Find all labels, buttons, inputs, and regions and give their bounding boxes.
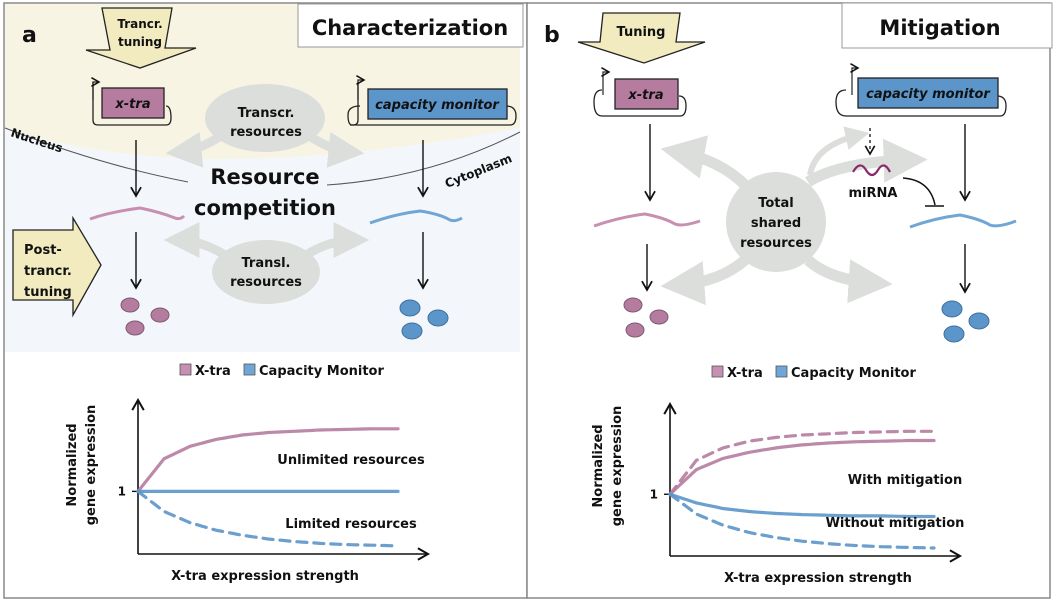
transcr-tuning-arrow-icon xyxy=(85,7,197,69)
xtra-gene-box xyxy=(101,87,165,119)
series-line-x-tra-without-mitigation xyxy=(668,429,936,496)
post-tuning-label-2: trancr. xyxy=(24,264,72,279)
panel-b-title-box xyxy=(841,2,1053,49)
panel-b-letter: b xyxy=(544,23,560,48)
plasmid-b-left-icon xyxy=(593,89,687,117)
panel-a-title: Characterization xyxy=(312,16,508,40)
protein-xtra-icon-b xyxy=(623,297,669,338)
series-line-capacity-monitor-without-mitigation xyxy=(668,492,936,550)
tuning-label: Tuning xyxy=(617,25,666,40)
chart-a: 1 xyxy=(118,397,431,561)
chart-a-xlabel: X-tra expression strength xyxy=(171,569,359,584)
promoter-right-icon xyxy=(356,75,366,100)
series-line-capacity-monitor-with-mitigation xyxy=(668,492,936,519)
monitor-gene-label-b: capacity monitor xyxy=(866,87,991,102)
chart-b: 1 xyxy=(650,401,963,563)
nucleus-membrane-right xyxy=(326,131,521,186)
mirna-icon xyxy=(852,164,891,177)
post-tuning-label-1: Post- xyxy=(24,243,62,258)
series-line-x-tra xyxy=(136,427,400,493)
chart-b-annotation-2: Without mitigation xyxy=(826,516,965,531)
mirna-label: miRNA xyxy=(849,186,898,201)
chart-a-ylabel-2: gene expression xyxy=(84,405,99,526)
legend-swatch-monitor xyxy=(243,363,256,376)
transcr-resources-label-2: resources xyxy=(230,125,302,140)
chart-b-ylabel-2: gene expression xyxy=(610,406,625,527)
chart-a-ylabel-1: Normalized xyxy=(65,423,80,506)
plasmid-left-icon xyxy=(92,82,172,126)
chart-a-annotation-1: Unlimited resources xyxy=(277,453,425,468)
series-line-x-tra-with-mitigation xyxy=(668,438,936,496)
y-tick-label-1: 1 xyxy=(118,484,126,498)
transcr-tuning-label-1: Trancr. xyxy=(117,17,162,31)
transcr-tuning-label-2: tuning xyxy=(118,35,162,49)
protein-monitor-icon-b xyxy=(941,300,990,343)
legend-b-label-xtra: X-tra xyxy=(727,366,763,381)
chart-b-ylabel-1: Normalized xyxy=(591,424,606,507)
center-label-2: competition xyxy=(194,196,336,220)
plasmid-right-icon xyxy=(350,105,517,126)
xtra-gene-label-b: x-tra xyxy=(627,88,663,103)
panel-a: Characterization a Trancr. tuning x-tra … xyxy=(3,2,528,599)
legend-b-swatch-monitor xyxy=(775,365,788,378)
transl-resources-cloud xyxy=(163,222,370,304)
plasmid-b-right-icon xyxy=(835,89,1007,117)
transcr-resources-label-1: Transcr. xyxy=(238,106,295,121)
transl-resources-label-1: Transl. xyxy=(241,256,290,271)
monitor-gene-label: capacity monitor xyxy=(375,98,500,113)
panel-a-letter: a xyxy=(22,23,37,48)
legend-b-swatch-xtra xyxy=(711,365,724,378)
plasmid-right-left-icon xyxy=(347,82,361,126)
panel-b: Mitigation b Tuning x-tra capacity monit… xyxy=(526,2,1053,599)
shared-resources-cloud xyxy=(660,126,928,306)
panel-a-title-box xyxy=(297,3,524,48)
legend-label-monitor: Capacity Monitor xyxy=(259,364,384,379)
y-tick-label-1: 1 xyxy=(650,487,658,501)
legend-b-label-monitor: Capacity Monitor xyxy=(791,366,916,381)
post-transcr-tuning-arrow-icon xyxy=(12,215,102,318)
mirna-inhibition-arc xyxy=(902,177,936,206)
center-label-1: Resource xyxy=(210,165,319,189)
cytoplasm-region xyxy=(5,128,520,352)
transl-resources-label-2: resources xyxy=(230,275,302,290)
legend-label-xtra: X-tra xyxy=(195,364,231,379)
chart-b-xlabel: X-tra expression strength xyxy=(724,571,912,586)
mrna-monitor-icon xyxy=(369,209,463,225)
protein-xtra-icon xyxy=(120,297,170,336)
nucleus-membrane-left xyxy=(4,127,189,183)
post-tuning-label-3: tuning xyxy=(24,285,72,300)
shared-label-3: resources xyxy=(740,236,812,251)
promoter-b-left-icon xyxy=(601,67,611,95)
tuning-arrow-icon xyxy=(577,12,706,64)
panel-b-title: Mitigation xyxy=(879,16,1000,40)
chart-a-annotation-2: Limited resources xyxy=(285,517,417,532)
xtra-gene-label: x-tra xyxy=(114,97,150,112)
monitor-gene-box-b xyxy=(857,77,999,109)
shared-label-2: shared xyxy=(751,216,801,231)
xtra-gene-box-b xyxy=(614,78,679,110)
mrna-monitor-icon-b xyxy=(909,213,1017,229)
mrna-xtra-icon xyxy=(89,206,186,221)
series-line-capacity-monitor-limited-resources xyxy=(136,489,400,548)
chart-b-annotation-1: With mitigation xyxy=(848,473,962,488)
shared-label-1: Total xyxy=(758,196,794,211)
promoter-left-icon xyxy=(91,77,101,100)
mrna-xtra-icon-b xyxy=(593,212,701,228)
protein-monitor-icon xyxy=(399,299,449,340)
promoter-b-right-icon xyxy=(850,63,860,95)
legend-swatch-xtra xyxy=(179,363,192,376)
transcr-resources-cloud xyxy=(165,84,365,168)
monitor-gene-box xyxy=(367,88,508,120)
